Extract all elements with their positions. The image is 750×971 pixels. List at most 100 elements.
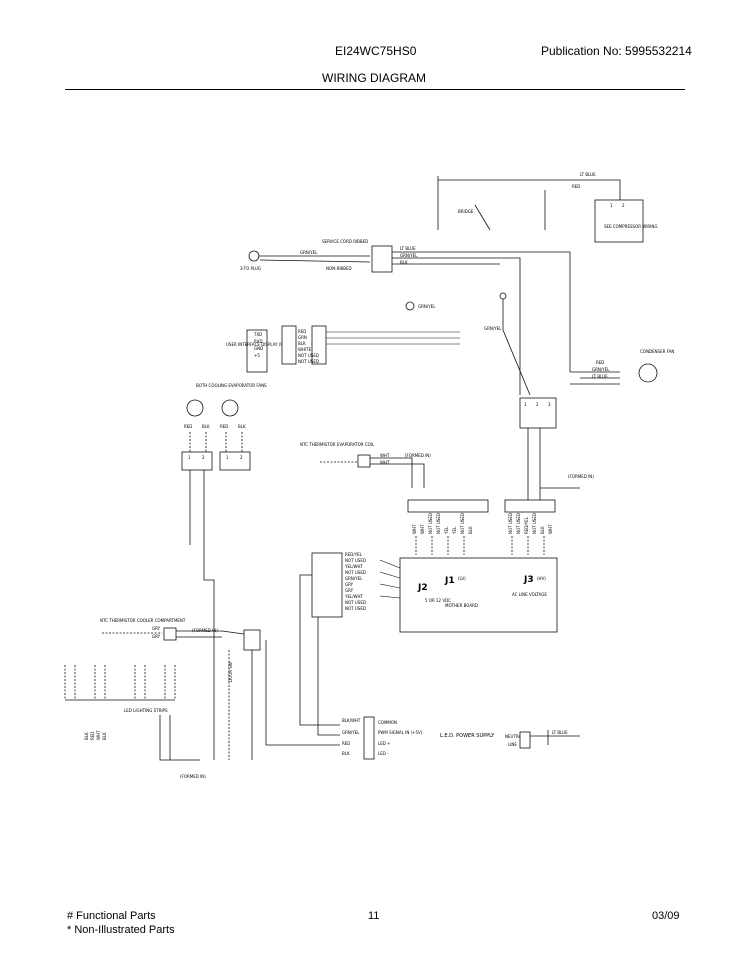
j2-label: J2 (417, 583, 428, 593)
evap-fans-label: BOTH COOLING EVAPORATOR FANS (196, 383, 267, 388)
j1-wire-1: WHT (420, 524, 425, 534)
comp-lead-top: LT BLUE (580, 172, 596, 177)
cooler-therm-note: (FORMED IN) (192, 628, 218, 633)
non-illustrated-note: * Non-Illustrated Parts (67, 924, 175, 936)
svg-text:2: 2 (202, 455, 205, 460)
ground-screw-icon (499, 292, 507, 300)
evap-thermistor-area: NTC THERMISTOR EVAPORATOR COIL WHT WHT (… (300, 442, 431, 488)
compressor-box (594, 199, 644, 243)
svg-text:2: 2 (622, 203, 625, 208)
cooler-therm-wire-1: GRY (152, 634, 161, 639)
right-connector-area: (FORMED IN) (540, 474, 594, 489)
led-supply-area: BLK/WHT GRN/YEL RED BLK COMMON PWM SIGNA… (342, 716, 580, 760)
led-wire-1: GRN/YEL (342, 730, 360, 735)
functional-parts-note: # Functional Parts (67, 910, 156, 922)
j1-note: (LV) (458, 576, 466, 581)
j3-note: (HV) (537, 576, 546, 581)
condenser-fan-icon (638, 363, 658, 383)
led-strips-label: LED LIGHTING STRIPS (124, 708, 168, 713)
cond-wire-1: GRN/YEL (592, 367, 610, 372)
publication-date: 03/09 (652, 910, 680, 922)
j1-label: J1 (444, 576, 455, 586)
ui-display-label: USER INTERFACE DISPLAY (U.I.) (226, 342, 289, 347)
evap-fan-area: BOTH COOLING EVAPORATOR FANS RED BLK RED… (181, 383, 267, 545)
ui-connector-b (311, 325, 327, 365)
compressor-label: SEE COMPRESSOR WIRING (604, 224, 657, 229)
j2-wire-9: NOT USED (345, 606, 366, 611)
j3-wire-1: NOT USED (516, 513, 521, 534)
led-wire-2: RED (342, 741, 350, 746)
ground-icon (405, 301, 415, 311)
svg-text:1: 1 (610, 203, 613, 208)
j1-wire-7: BLK (468, 526, 473, 534)
cord-wire-0: LT BLUE (400, 246, 416, 251)
led-input-0: COMMON (378, 720, 397, 725)
neutral-label: NEUTRAL (505, 734, 524, 739)
j3-wire-4: BLK (540, 526, 545, 534)
condenser-fan-label: CONDENSER FAN (640, 349, 674, 354)
led-input-3: LED - (378, 751, 389, 756)
side-label-1: RED (90, 732, 95, 740)
j2-wire-0: RED/YEL (345, 552, 363, 557)
svg-text:2: 2 (536, 402, 539, 407)
evap-connector-right (219, 451, 251, 471)
evap-therm-wire-0: WHT (380, 453, 390, 458)
publication-number: Publication No: 5995532214 (541, 44, 692, 58)
compressor-area: LT BLUE RED 1 2 SEE COMPRESSOR WIRING BR… (437, 172, 657, 243)
ground-label: GRN/YEL (418, 304, 436, 309)
door-connector (243, 629, 261, 651)
fan-connector (519, 397, 557, 429)
evap-therm-label: NTC THERMISTOR EVAPORATOR COIL (300, 442, 375, 447)
j1-connector (407, 499, 489, 513)
ui-wire-3: WHITE (298, 347, 312, 352)
ui-display-area: USER INTERFACE DISPLAY (U.I.) TXD RXD GN… (226, 325, 460, 373)
side-label-0: BLK (84, 732, 89, 740)
evap-therm-connector (357, 454, 371, 468)
j3-wire-5: WHT (548, 524, 553, 534)
evap-wire-1: BLK (202, 424, 210, 429)
j3-wire-2: RED/YEL (524, 516, 529, 534)
svg-text:1: 1 (188, 455, 191, 460)
ui-pin-0: TXD (253, 332, 262, 337)
model-number: EI24WC75HS0 (335, 44, 417, 58)
ui-wire-0: RED (298, 329, 306, 334)
ground-area: GRN/YEL GRN/YEL (405, 292, 531, 396)
condenser-fan-area: RED GRN/YEL LT BLUE CONDENSER FAN 1 2 3 (519, 349, 674, 500)
led-out-label: LT BLUE (552, 730, 568, 735)
ground-lead-label: GRN/YEL (484, 326, 502, 331)
led-wire-3: BLK (342, 751, 350, 756)
side-label-3: BLK (102, 732, 107, 740)
mother-board-box (399, 557, 558, 633)
j1-wire-4: YEL (444, 526, 449, 535)
evap-fan-left-icon (186, 399, 204, 417)
switch-label: BRIDGE (458, 209, 474, 214)
ui-wire-2: BLK (298, 341, 306, 346)
ui-display-box (246, 329, 268, 373)
j3-connector (504, 499, 556, 513)
lv-label: 5 OR 12 VDC (425, 598, 451, 603)
line-label: LINE (508, 742, 517, 747)
j1-wire-6: NOT USED (460, 513, 465, 534)
led-input-connector (519, 731, 531, 749)
j2-harness-area: RED/YEL NOT USED YEL/WHT NOT USED GRN/YE… (299, 552, 401, 736)
cooler-therm-label: NTC THERMISTOR COOLER COMPARTMENT (100, 618, 186, 623)
led-strips-area: LED LIGHTING STRIPS (FORMED IN) BLK RED … (64, 665, 206, 779)
cond-wire-0: RED (596, 360, 604, 365)
cooler-therm-wire-0: GRY (152, 626, 161, 631)
j2-wire-7: YEL/WHT (344, 594, 364, 599)
ui-wire-5: NOT USED (298, 359, 319, 364)
svg-text:3: 3 (548, 402, 551, 407)
j2-wire-8: NOT USED (345, 600, 366, 605)
ui-connector-a (281, 325, 297, 365)
cord-wire-2: BLK (400, 260, 408, 265)
ui-pin-2: GND (254, 346, 263, 351)
cooler-therm-connector (163, 627, 177, 641)
j1-wire-2: NOT USED (428, 513, 433, 534)
j3-wire-3: NOT USED (532, 513, 537, 534)
cooler-thermistor-area: NTC THERMISTOR COOLER COMPARTMENT GRY GR… (100, 545, 340, 760)
led-input-2: LED + (378, 741, 390, 746)
bottom-note: (FORMED IN) (180, 774, 206, 779)
evap-wire-3: BLK (238, 424, 246, 429)
j2-wire-4: GRN/YEL (345, 576, 363, 581)
evap-wire-0: RED (184, 424, 192, 429)
